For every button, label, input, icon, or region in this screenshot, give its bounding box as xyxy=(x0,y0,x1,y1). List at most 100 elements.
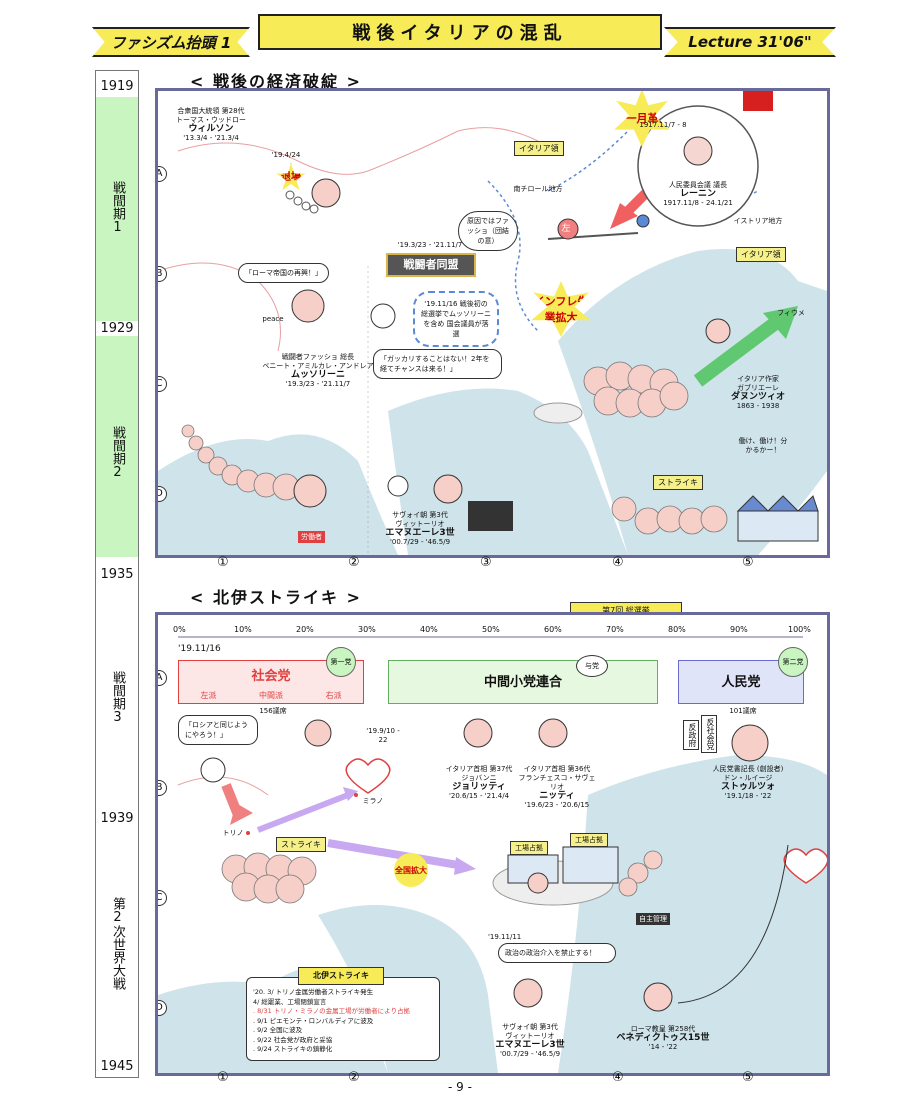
dannunzio-name: ダヌンツィオ xyxy=(730,392,785,402)
pct-tick: 20% xyxy=(296,625,314,634)
border-line xyxy=(547,130,629,192)
timeline-era: 第2次世界大戦 xyxy=(110,897,125,990)
popular-badge: 第二党 xyxy=(778,647,808,677)
timeline-year: 1935 xyxy=(96,567,138,582)
mussolini-figure-2 xyxy=(293,474,327,508)
col-marker: ② xyxy=(348,1070,360,1085)
mussolini-speech-bubble: 「ガッカリすることはない！2年を経てチャンスは来る！」 xyxy=(373,349,502,379)
wilson-en: トーマス・ウッドロー xyxy=(176,116,246,124)
soviet-flag xyxy=(743,91,773,111)
section1-title: < 戦後の経済破綻 > xyxy=(190,72,362,91)
nitti-head xyxy=(538,718,568,748)
connector-line xyxy=(677,844,789,1004)
strike-sign: ストライキ xyxy=(276,837,326,852)
pope-name: ベネディクトゥス15世 xyxy=(616,1033,710,1043)
pope-role: ローマ教皇 第258代 xyxy=(630,1025,696,1033)
lenin-date2: 1917.11/7 - 8 xyxy=(639,121,687,129)
scale-weight-left xyxy=(557,218,579,240)
col-marker: ③ xyxy=(480,555,492,570)
worker-figure xyxy=(304,719,332,747)
col-marker: ① xyxy=(217,1070,229,1085)
mussolini-dates: '19.3/23 - '21.11/7 xyxy=(285,380,351,388)
fascio-date: '19.3/23 - '21.11/7 xyxy=(397,241,463,249)
sturzo-dates: '19.1/18 - '22 xyxy=(724,792,772,800)
wilson-chain xyxy=(285,190,319,214)
crowd-right xyxy=(583,361,689,418)
socialist-seats: 156議席 xyxy=(259,707,287,715)
milan-label: ミラノ xyxy=(362,797,384,805)
king-role-2: サヴォイ朝 第3代 xyxy=(502,1023,558,1031)
istria-label: イストリア地方 xyxy=(733,217,783,225)
sturzo-head xyxy=(731,724,769,762)
south-tyrol-label: 南チロール地方 xyxy=(513,185,563,193)
mussolini-role: 戦闘者ファッショ 総長 xyxy=(281,353,355,361)
border-line xyxy=(177,776,269,796)
crowd-strike xyxy=(221,852,317,904)
cloud xyxy=(533,402,583,424)
header-lecture-banner: Lecture 31'06" xyxy=(664,27,836,57)
fiume-label: フィウメ xyxy=(777,309,805,317)
header-chapter-banner: ファシズム抬頭 1 xyxy=(92,27,250,57)
king-label: サヴォイ朝 第3代 ヴィットーリオ エマヌエーレ3世 '00.7/29 - '4… xyxy=(370,511,470,547)
crowd-strike xyxy=(611,496,728,535)
arrow xyxy=(610,203,638,229)
italy-territory-sign: イタリア領 xyxy=(514,141,564,156)
nitti-en: フランチェスコ・サヴェリオ xyxy=(518,774,596,791)
pct-tick: 30% xyxy=(358,625,376,634)
sea-area xyxy=(558,249,827,555)
socialist-center: 中間派 xyxy=(258,691,283,700)
chapter-label: ファシズム抬頭 1 xyxy=(110,33,232,52)
factory-roof xyxy=(736,495,819,512)
wilson-role: 合衆国大統領 第28代 xyxy=(177,107,245,115)
section1-panel: A B C D 合衆国大統領 第28代 トーマス・ウッドロー ウィルソン '13… xyxy=(155,88,830,558)
col-marker: ④ xyxy=(612,1070,624,1085)
king-name: エマヌエーレ3世 xyxy=(385,528,455,538)
arrow xyxy=(343,787,358,801)
pct-tick: 0% xyxy=(173,625,186,634)
lenin-role: 人民委員会議 議長 xyxy=(668,181,728,189)
king-label-2: サヴォイ朝 第3代 ヴィットーリオ エマヌエーレ3世 '00.7/29 - '4… xyxy=(480,1023,580,1059)
fascio-sign: 戦闘者同盟 xyxy=(386,253,476,277)
strike-event: . 9/1 ピエモンテ・ロンバルディアに波及 xyxy=(253,1016,374,1025)
lenin-dates: 1917.11/8 - 24.1/21 xyxy=(663,199,733,207)
popular-seats: 101議席 xyxy=(729,707,757,715)
section2-title: < 北伊ストライキ > xyxy=(190,588,362,607)
factory-occupation-sign: 工場占拠 xyxy=(510,841,548,855)
rome-speech-bubble: 「ローマ帝国の再興！」 xyxy=(238,263,329,283)
election-note-bubble: '19.11/16 戦後初の総選挙でムッソリーニを含め 国会議員が落選 xyxy=(413,291,499,347)
page-title: 戦後イタリアの混乱 xyxy=(352,23,568,44)
king-name-2: エマヌエーレ3世 xyxy=(495,1040,565,1050)
scale-weight-right xyxy=(636,214,650,228)
strike-sign: ストライキ xyxy=(653,475,703,490)
lenin-label: 人民委員会議 議長 レーニン 1917.11/8 - 24.1/21 xyxy=(653,181,743,208)
pope-dates: '14 - '22 xyxy=(648,1043,678,1051)
giolitti-label: イタリア首相 第37代 ジョバンニ ジョリッティ '20.6/15 - '21.… xyxy=(438,765,520,801)
section1-map xyxy=(158,91,827,555)
wilson-dates: '13.3/4 - '21.3/4 xyxy=(183,134,239,142)
sturzo-name: ストゥルツォ xyxy=(720,782,775,792)
mussolini-label: 戦闘者ファッショ 総長 ベニート・アミルカレ・アンドレア ムッソリーニ '19.… xyxy=(258,353,378,389)
dannunzio-en: ガブリエーレ xyxy=(737,384,779,392)
heart-icon xyxy=(345,758,391,794)
strike-event: . 9/22 社会党が政府と妥協 xyxy=(253,1035,333,1044)
giolitti-head xyxy=(463,718,493,748)
timeline-year: 1929 xyxy=(96,321,138,336)
strike-event: '20. 3/ トリノ金属労働者ストライキ発生 xyxy=(253,988,374,996)
king-decree-date: '19.11/11 xyxy=(488,933,522,941)
nitti-role: イタリア首相 第36代 xyxy=(523,765,591,773)
nitti-label: イタリア首相 第36代 フランチェスコ・サヴェリオ ニッティ '19.6/23 … xyxy=(516,765,598,810)
factory xyxy=(562,846,619,884)
strike-box-title: 北伊ストライキ xyxy=(298,967,384,985)
factory-occupation-sign-2: 工場占拠 xyxy=(570,833,608,847)
timeline-era: 戦間期2 xyxy=(110,426,125,480)
strike-events-box: '20. 3/ トリノ金属労働者ストライキ発生 4/ 総罷業、工場閉鎖宣言 . … xyxy=(246,977,440,1061)
socialist-right: 右派 xyxy=(325,691,342,700)
arrow xyxy=(256,792,350,833)
lenin-portrait-frame xyxy=(637,105,759,227)
col-marker: ② xyxy=(348,555,360,570)
col-marker: ⑤ xyxy=(742,555,754,570)
anti-government-sign: 反政府 xyxy=(683,720,699,750)
mussolini-name: ムッソリーニ xyxy=(290,370,345,380)
giolitti-role: イタリア首相 第37代 xyxy=(445,765,513,773)
col-marker: ⑤ xyxy=(742,1070,754,1085)
